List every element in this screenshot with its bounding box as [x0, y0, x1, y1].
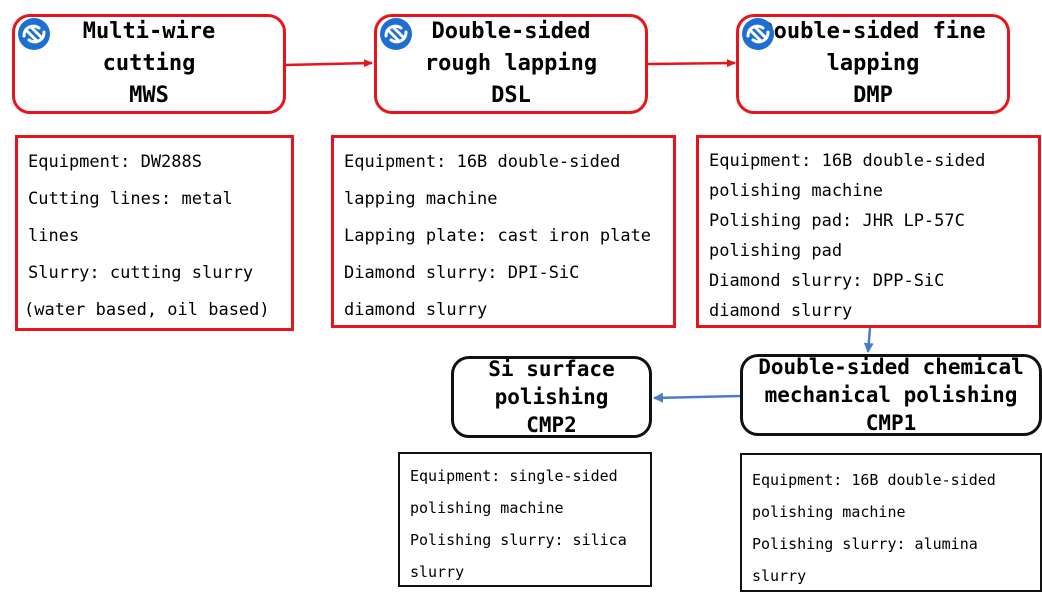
details-dmp: Equipment: 16B double-sided polishing ma…: [696, 135, 1041, 328]
arrow-dsl-to-dmp: [647, 59, 736, 68]
detail-line: slurry: [752, 567, 807, 585]
step-line: MWS: [129, 83, 169, 108]
detail-line: Equipment: 16B double-sided: [752, 471, 996, 489]
detail-line: (water based, oil based): [24, 300, 270, 320]
step-mws: Multi-wire cutting MWS: [12, 14, 286, 114]
step-line: Double-sided fine: [760, 19, 986, 44]
step-line: DMP: [853, 83, 893, 108]
detail-line: slurry: [410, 563, 465, 581]
step-line: Multi-wire: [82, 19, 216, 44]
details-mws: Equipment: DW288S Cutting lines: metal l…: [15, 135, 294, 331]
step-line: rough lapping: [424, 51, 598, 76]
details-dsl: Equipment: 16B double-sided lapping mach…: [331, 135, 676, 328]
detail-line: Polishing pad: JHR LP-57C: [709, 211, 965, 231]
detail-line: Equipment: 16B double-sided: [709, 151, 986, 171]
step-line: CMP1: [865, 411, 917, 435]
detail-line: Polishing slurry: alumina: [752, 535, 978, 553]
arrow-dmp-to-cmp1: [863, 327, 874, 353]
detail-line: Equipment: single-sided: [410, 467, 618, 485]
logo-icon: [742, 18, 774, 50]
step-dsl: Double-sided rough lapping DSL: [374, 14, 648, 114]
detail-line: polishing pad: [709, 241, 843, 261]
detail-line: Equipment: DW288S: [28, 152, 202, 172]
step-dmp: Double-sided fine lapping DMP: [736, 14, 1010, 114]
step-line: cutting: [102, 51, 196, 76]
detail-line: diamond slurry: [344, 300, 488, 320]
detail-line: Lapping plate: cast iron plate: [344, 226, 652, 246]
arrow-cmp1-to-cmp2: [653, 392, 741, 403]
step-cmp1: Double-sided chemical mechanical polishi…: [740, 354, 1042, 436]
detail-line: polishing machine: [410, 499, 564, 517]
arrow-mws-to-dsl: [284, 59, 373, 68]
step-line: Double-sided: [431, 19, 591, 44]
detail-line: diamond slurry: [709, 301, 853, 321]
detail-line: Polishing slurry: silica: [410, 531, 627, 549]
step-line: lapping: [826, 51, 920, 76]
step-line: Si surface: [488, 357, 615, 381]
details-cmp1: Equipment: 16B double-sided polishing ma…: [740, 453, 1042, 592]
step-line: polishing: [494, 385, 609, 409]
details-cmp2: Equipment: single-sided polishing machin…: [398, 452, 652, 587]
detail-line: lapping machine: [344, 189, 498, 209]
logo-icon: [380, 18, 412, 50]
detail-line: polishing machine: [709, 181, 883, 201]
step-line: DSL: [491, 83, 531, 108]
detail-line: Slurry: cutting slurry: [28, 263, 254, 283]
detail-line: polishing machine: [752, 503, 906, 521]
detail-line: Diamond slurry: DPI-SiC: [344, 263, 580, 283]
detail-line: Equipment: 16B double-sided: [344, 152, 621, 172]
step-line: mechanical polishing: [764, 383, 1018, 407]
detail-line: Diamond slurry: DPP-SiC: [709, 271, 945, 291]
detail-line: Cutting lines: metal: [28, 189, 233, 209]
step-line: CMP2: [526, 413, 577, 437]
step-cmp2: Si surface polishing CMP2: [451, 356, 652, 438]
logo-icon: [18, 18, 50, 50]
detail-line: lines: [28, 226, 80, 246]
step-line: Double-sided chemical: [758, 355, 1024, 379]
